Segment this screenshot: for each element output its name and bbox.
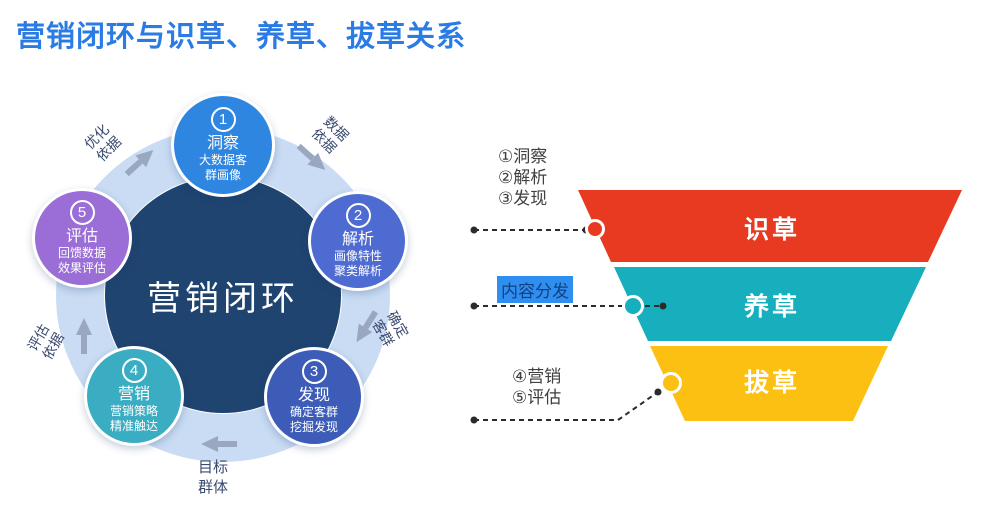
node-subtitle: 聚类解析 — [333, 264, 382, 278]
connector-dot — [470, 226, 478, 234]
funnel-diagram: 识草 养草 拔草 — [470, 190, 962, 424]
connector-dot — [470, 416, 478, 424]
node-subtitle: 大数据客 — [198, 153, 247, 167]
funnel-legend-top: ①洞察 ②解析 ③发现 — [498, 147, 548, 208]
content-distribution-label: 内容分发 — [497, 276, 573, 303]
funnel-label-bacao: 拔草 — [744, 369, 800, 397]
funnel-layer-yangcao — [614, 267, 926, 341]
page-title: 营销闭环与识草、养草、拔草关系 — [16, 21, 467, 53]
funnel-label-yangcao: 养草 — [743, 292, 800, 321]
edge-label-optimization-basis: 优化 依据 — [81, 121, 125, 165]
cycle-node-analysis: 2 解析 画像特性 聚类解析 — [308, 191, 408, 291]
marker-circle-shicao — [585, 219, 605, 239]
node-subtitle: 群画像 — [204, 168, 241, 182]
flow-arrow-4-to-5 — [76, 318, 92, 354]
cycle-center-label: 营销闭环 — [147, 279, 299, 318]
node-number: 1 — [210, 107, 236, 132]
node-title: 评估 — [65, 228, 98, 245]
node-number: 4 — [121, 358, 147, 383]
edge-label-target-group: 目标 群体 — [197, 459, 228, 496]
node-subtitle: 回馈数据 — [57, 246, 106, 260]
cycle-node-evaluation: 5 评估 回馈数据 效果评估 — [32, 188, 132, 288]
funnel-label-shicao: 识草 — [744, 216, 800, 244]
node-number: 2 — [345, 203, 371, 228]
connector-bottom — [474, 391, 659, 421]
node-number: 3 — [301, 359, 327, 384]
connector-dot — [470, 302, 478, 310]
flow-arrow-1-to-2 — [296, 143, 326, 171]
connector-dot — [659, 302, 667, 310]
node-number: 5 — [69, 200, 95, 225]
flow-arrow-2-to-3 — [356, 310, 379, 343]
cycle-node-marketing: 4 营销 营销策略 精准触达 — [84, 346, 184, 446]
node-title: 发现 — [297, 387, 330, 404]
node-title: 解析 — [341, 231, 374, 248]
node-title: 营销 — [117, 386, 150, 403]
node-title: 洞察 — [206, 135, 239, 152]
cycle-node-discovery: 3 发现 确定客群 挖掘发现 — [264, 347, 364, 447]
node-subtitle: 效果评估 — [57, 261, 106, 275]
cycle-node-insight: 1 洞察 大数据客 群画像 — [171, 93, 275, 197]
marker-circle-yangcao — [622, 295, 644, 317]
node-subtitle: 精准触达 — [109, 419, 158, 433]
funnel-layer-bacao — [650, 346, 888, 421]
node-subtitle: 营销策略 — [109, 404, 158, 418]
connector-dot — [654, 388, 662, 396]
node-subtitle: 挖掘发现 — [289, 420, 338, 434]
funnel-legend-bottom: ④营销 ⑤评估 — [512, 367, 562, 407]
marker-circle-bacao — [660, 372, 682, 394]
node-subtitle: 画像特性 — [333, 249, 382, 263]
flow-arrow-3-to-4 — [201, 436, 237, 452]
node-subtitle: 确定客群 — [289, 405, 338, 419]
flow-arrow-5-to-1 — [124, 149, 154, 177]
funnel-layer-shicao — [578, 190, 962, 262]
